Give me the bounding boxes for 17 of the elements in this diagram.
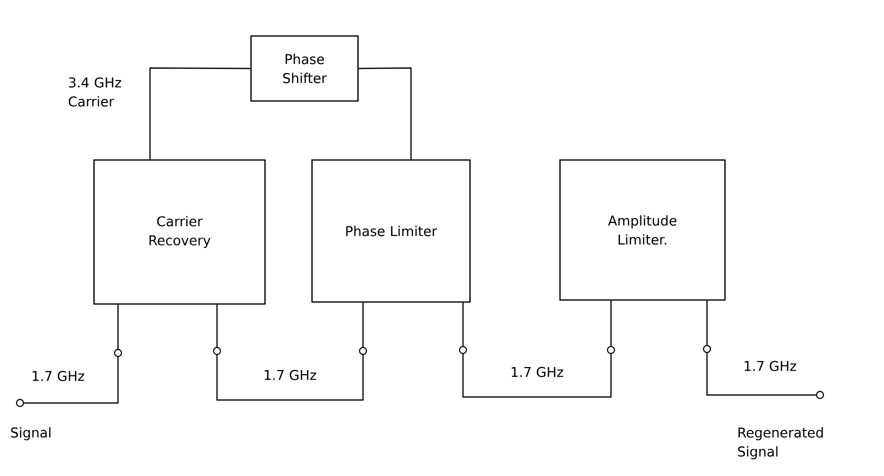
connector-line <box>16 304 122 408</box>
port-label: Signal <box>11 427 50 440</box>
connector-line <box>458 300 616 398</box>
edge-label: 1.7 GHz <box>744 360 796 372</box>
connector-line <box>702 300 824 400</box>
block-box: Carrier Recovery <box>93 159 266 305</box>
edge-label: 1.7 GHz <box>264 370 316 380</box>
port-label: Regenerated Signal <box>738 427 823 460</box>
edge-label: 1.7 GHz <box>512 366 564 378</box>
connector-line <box>358 67 412 160</box>
connector-line <box>149 67 250 160</box>
block-box: Phase Shifter <box>250 35 359 102</box>
block-box: Phase Limiter <box>311 159 471 303</box>
connector-line <box>212 302 368 401</box>
edge-label: 1.7 GHz <box>32 370 84 382</box>
block-box: Amplitude Limiter. <box>559 159 726 301</box>
edge-label: 3.4 GHz Carrier <box>68 77 122 107</box>
